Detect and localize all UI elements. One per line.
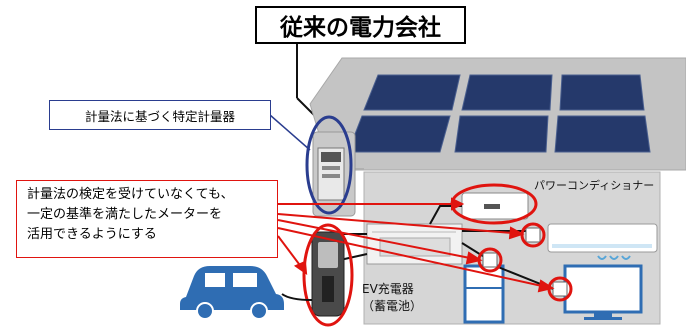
- proposal-callout: 計量法の検定を受けていなくても、 一定の基準を満たしたメーターを 活用できるよう…: [16, 180, 278, 258]
- ev-charger-label-line: EV充電器: [362, 282, 414, 296]
- ev-charger-highlight: [302, 223, 354, 327]
- page-title: 従来の電力会社: [255, 6, 466, 44]
- solar-panels: [347, 74, 651, 153]
- meter-highlight: [305, 115, 353, 215]
- ev-charger-label: EV充電器 （蓄電池）: [362, 281, 422, 315]
- ev-charger-label-line: （蓄電池）: [362, 299, 423, 313]
- appliance-meters: [482, 227, 568, 297]
- power-conditioner-label: パワーコンディショナー: [534, 179, 655, 192]
- meter-callout-pointer: [269, 114, 311, 151]
- refrigerator: [463, 264, 505, 324]
- proposal-line: 活用できるようにする: [27, 227, 157, 242]
- proposal-line: 計量法の検定を受けていなくても、: [27, 187, 234, 202]
- proposal-pointers: [277, 197, 555, 293]
- car-icon: [180, 266, 284, 320]
- proposal-line: 一定の基準を満たしたメーターを: [27, 207, 223, 222]
- meter-callout: 計量法に基づく特定計量器: [49, 100, 271, 130]
- television: [563, 264, 643, 314]
